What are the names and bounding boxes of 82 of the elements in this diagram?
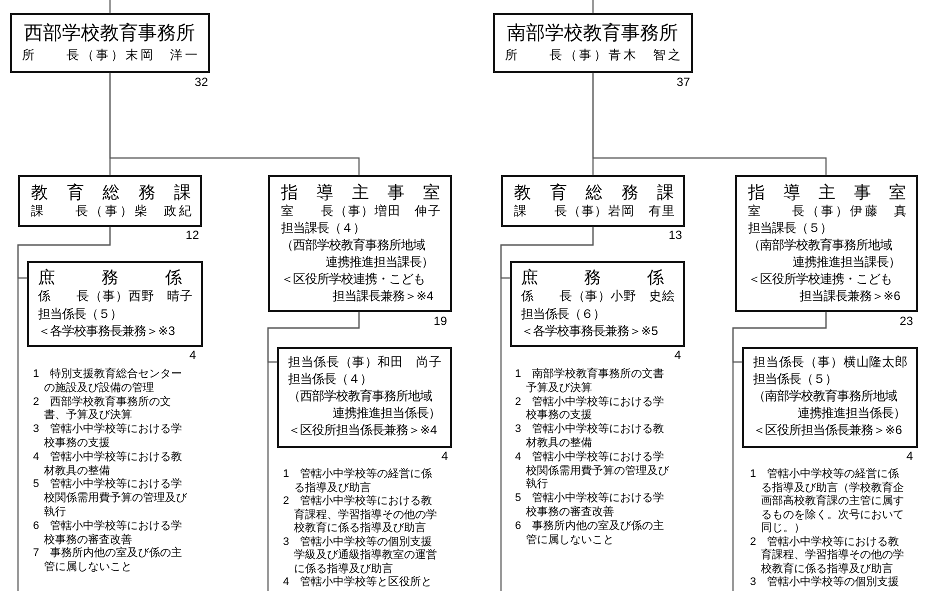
staff-line: 担当係長（５） <box>753 371 837 388</box>
staff-count: 13 <box>668 228 682 242</box>
staff-line: 担当係長（事）和田 尚子 <box>288 354 441 371</box>
connector-line <box>17 227 111 591</box>
note-line: （南部学校教育事務所地域連携推進担当課長） <box>748 237 901 271</box>
box-heading: 指導主事室 <box>281 182 440 203</box>
connector-line <box>732 312 827 591</box>
duty-item: 1 管轄小中学校等の経営に係る指導及び助言 <box>283 468 434 495</box>
note-line: （西部学校教育事務所地域連携推進担当係長） <box>288 388 441 422</box>
staff-line: 課 長（事）柴 政紀 <box>31 203 191 220</box>
connector-line <box>500 227 594 591</box>
note-line: ＜区役所学校連携・こども担当課長兼務＞※4 <box>281 271 434 305</box>
duty-item: 4 管轄小中学校等と区役所と <box>283 576 434 590</box>
staff-line: 課 長（事）岩岡 有里 <box>514 203 674 220</box>
box-heading: 西部学校教育事務所 <box>24 22 195 46</box>
staff-count: 23 <box>900 314 913 328</box>
box-heading: 教育総務課 <box>514 182 674 203</box>
office-box <box>493 13 693 73</box>
section-box <box>268 175 452 312</box>
duty-item: 3 管轄小中学校等の個別支援学級及び通級指導教室の運営に係る指導及び助言 <box>283 536 438 576</box>
duty-item: 3 管轄小中学校等における学校事務の支援 <box>33 423 184 451</box>
staff-line: 担当係長（５） <box>38 306 122 322</box>
box-heading: 教育総務課 <box>31 182 191 203</box>
section-box <box>735 175 918 312</box>
staff-line: 担当課長（４） <box>281 220 365 237</box>
connector-line <box>109 0 111 13</box>
note-line: ＜区役所担当係長兼務＞※4 <box>288 422 438 439</box>
duty-item: 6 事務所内他の室及び係の主管に属しないこと <box>515 520 666 548</box>
duty-item: 1 南部学校教育事務所の文書予算及び決算 <box>515 368 666 396</box>
staff-count: 4 <box>906 449 913 463</box>
duty-item: 2 管轄小中学校等における学校事務の支援 <box>515 396 666 423</box>
staff-line: 担当係長（４） <box>288 371 372 388</box>
connector-line <box>267 312 360 591</box>
duty-item: 3 管轄小中学校等の個別支援 <box>750 576 900 590</box>
note-line: ＜各学校事務長兼務＞※5 <box>521 323 658 340</box>
staff-line: 室 長（事）伊藤 真 <box>748 203 906 220</box>
section-box <box>742 347 918 448</box>
duty-item: 6 管轄小中学校等における学校事務の審査改善 <box>33 520 184 546</box>
duty-item: 3 管轄小中学校等における教材教具の整備 <box>515 423 666 451</box>
duty-item: 2 管轄小中学校等における教育課程、学習指導その他の学校教育に係る指導及び助言 <box>283 495 438 536</box>
connector-line <box>592 0 594 13</box>
staff-count: 12 <box>186 228 199 242</box>
staff-line: 担当課長（５） <box>748 220 832 237</box>
staff-line: 担当係長（６） <box>521 306 605 322</box>
duty-item: 2 西部学校教育事務所の文書、予算及び決算 <box>33 396 172 423</box>
section-box <box>18 175 202 227</box>
box-heading: 庶務係 <box>521 268 664 288</box>
section-box <box>510 261 685 347</box>
note-line: （西部学校教育事務所地域連携推進担当課長） <box>281 237 434 271</box>
section-box <box>27 261 203 347</box>
section-box <box>277 347 452 448</box>
duty-item: 4 管轄小中学校等における学校関係需用費予算の管理及び執行 <box>515 450 670 492</box>
box-heading: 南部学校教育事務所 <box>507 22 678 46</box>
staff-count: 19 <box>434 314 447 328</box>
office-box <box>10 13 210 73</box>
note-line: （南部学校教育事務所地域連携推進担当係長） <box>753 388 906 422</box>
staff-count: 37 <box>676 75 690 89</box>
box-heading: 指導主事室 <box>748 182 906 203</box>
duty-item: 2 管轄小中学校等における教育課程、学習指導その他の学校教育に係る指導及び助言 <box>750 536 905 576</box>
connector-line <box>592 73 827 175</box>
staff-count: 32 <box>194 75 208 89</box>
connector-line <box>109 73 360 175</box>
staff-count: 4 <box>674 348 681 362</box>
staff-count: 4 <box>189 348 196 362</box>
staff-line: 室 長（事）増田 伸子 <box>281 203 440 220</box>
staff-line: 係 長（事）小野 史絵 <box>521 288 674 305</box>
staff-line: 担当係長（事）横山隆太郎 <box>753 354 907 371</box>
box-heading: 庶務係 <box>38 268 182 288</box>
note-line: ＜区役所担当係長兼務＞※6 <box>753 422 902 439</box>
section-box <box>501 175 685 227</box>
duty-item: 5 管轄小中学校等における学校関係需用費予算の管理及び執行 <box>33 478 188 520</box>
note-line: ＜各学校事務長兼務＞※3 <box>38 323 176 340</box>
staff-line: 所 長（事）末岡 洋一 <box>22 47 197 64</box>
staff-line: 係 長（事）西野 晴子 <box>38 288 192 305</box>
note-line: ＜区役所学校連携・こども担当課長兼務＞※6 <box>748 271 901 305</box>
duty-item: 4 管轄小中学校等における教材教具の整備 <box>33 450 184 478</box>
duty-item: 1 管轄小中学校等の経営に係る指導及び助言（学校教育企画部高校教育課の主管に属するものを除く。次号において同じ。） <box>750 468 905 536</box>
staff-line: 所 長（事）青木 智之 <box>505 47 680 64</box>
duty-item: 5 管轄小中学校等における学校事務の審査改善 <box>515 492 666 520</box>
duty-item: 1 特別支援教育総合センターの施設及び設備の管理 <box>33 368 184 396</box>
staff-count: 4 <box>441 449 448 463</box>
duty-item: 7 事務所内他の室及び係の主管に属しないこと <box>33 547 184 575</box>
